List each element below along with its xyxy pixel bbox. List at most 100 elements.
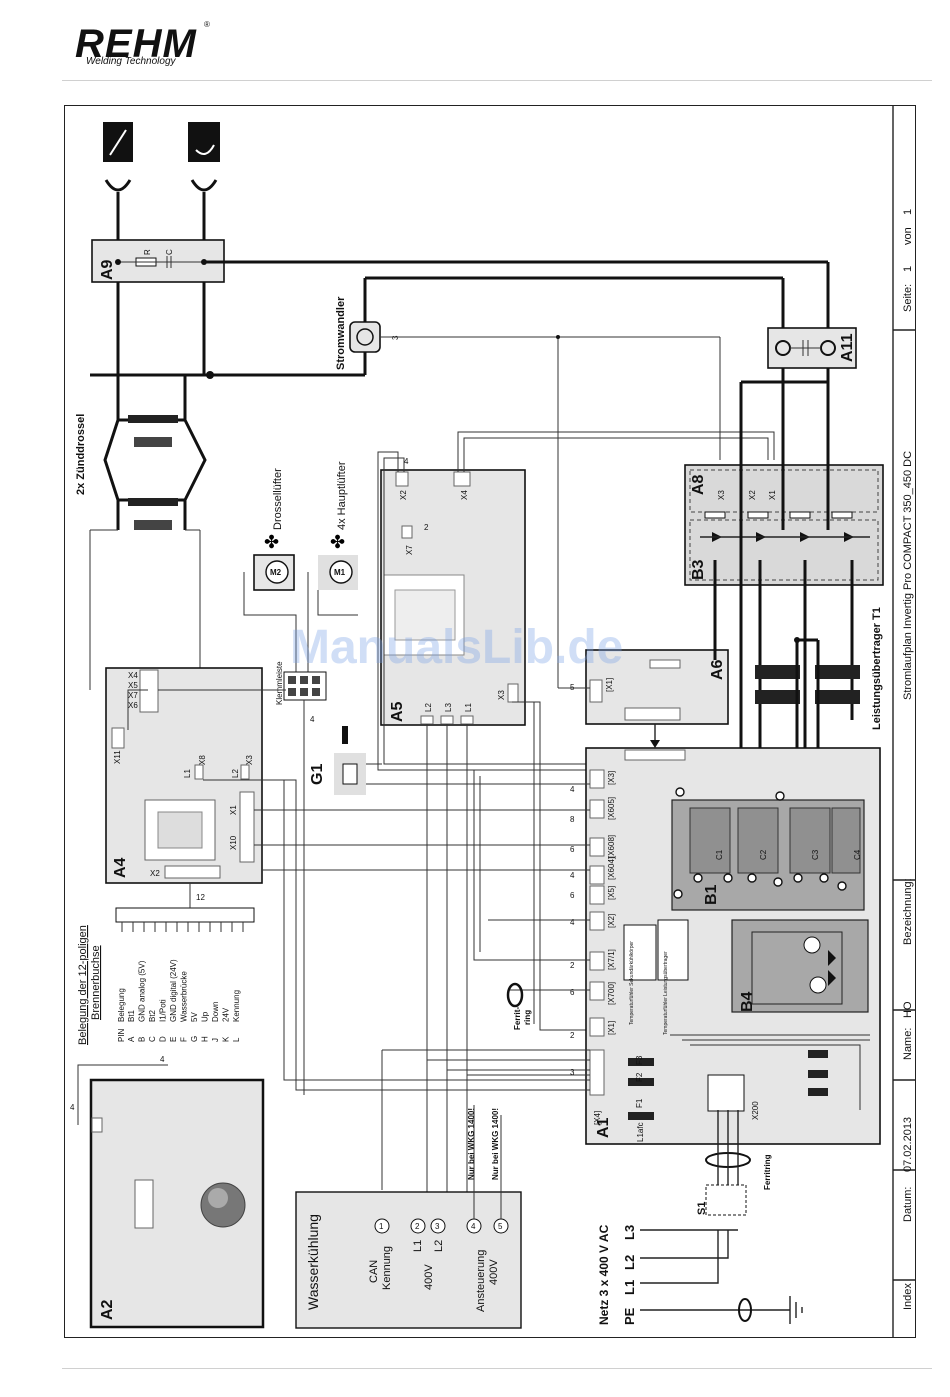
svg-text:X5: X5 [128,681,138,690]
pin-function: Bt1 [127,1009,136,1022]
svg-text:B1: B1 [703,884,720,905]
svg-text:X7: X7 [405,545,414,555]
svg-text:2: 2 [570,1031,575,1040]
a5-board: A5 X2 X4 X7 2 X3 L2 L3 L1 4 [377,431,775,1031]
pin-letter: H [201,1036,210,1042]
svg-text:L2: L2 [231,769,240,778]
svg-text:4: 4 [70,1103,75,1112]
ignition-chokes: 2x Zünddrossel [75,375,207,690]
pin-letter: G [190,1036,199,1042]
svg-text:Nur bei WKG 1400!: Nur bei WKG 1400! [491,1108,500,1180]
svg-text:3: 3 [435,1222,440,1231]
bezeichnung-label: Bezeichnung: [902,878,914,945]
watermark: ManualsLib.de [290,621,624,674]
svg-text:A8: A8 [690,474,707,495]
svg-text:A1: A1 [595,1117,612,1138]
svg-text:Klemmleiste: Klemmleiste [275,661,284,705]
svg-text:4: 4 [310,715,315,724]
svg-text:[X604]: [X604] [607,857,616,880]
rehm-logo: REHM [75,22,197,66]
signal-wiring: 4 8 6 4 6 4 2 6 2 3 [127,689,590,1250]
svg-text:X1: X1 [229,805,238,815]
pin-function: 24V [222,1007,231,1022]
svg-text:Drossellüfter: Drossellüfter [272,468,284,530]
a9-rc-filter: A9 R C [91,239,225,283]
svg-text:3: 3 [570,1068,575,1077]
svg-text:Kennung: Kennung [381,1246,393,1290]
pin-letter: C [148,1036,157,1042]
svg-text:Wasserkühlung: Wasserkühlung [305,1214,321,1310]
mains-supply: Netz 3 x 400 V AC PE L1 L2 L3 S1 Ferritr… [597,1110,803,1325]
svg-text:6: 6 [570,891,575,900]
a6-board: A6 [X1] 5 [558,649,729,748]
svg-text:M2: M2 [270,568,282,577]
svg-text:1: 1 [379,1222,384,1231]
svg-text:L2: L2 [433,1240,445,1252]
svg-text:[X608]: [X608] [607,835,616,858]
svg-text:2x Zünddrossel: 2x Zünddrossel [75,414,87,495]
svg-text:8: 8 [570,815,575,824]
fans: M2 ✤ Drossellüfter M1 ✤ 4x Hauptlüfter [243,461,358,672]
pin-function: Kennung [232,990,241,1022]
svg-text:4: 4 [404,457,409,466]
svg-text:[X1]: [X1] [605,678,614,692]
svg-text:X4: X4 [128,671,138,680]
page-header: REHM ® Welding Technology [0,0,950,80]
svg-text:4: 4 [570,785,575,794]
svg-text:X10: X10 [229,835,238,850]
svg-text:CAN: CAN [368,1260,380,1283]
svg-text:2: 2 [415,1222,420,1231]
svg-text:L3: L3 [444,703,453,712]
footer-divider [62,1368,932,1369]
a1-main-board: A1 [X3] [X605] [X608] [X604] [X5] [X2] [… [585,747,881,1145]
svg-text:A11: A11 [839,333,856,362]
datum-label: Datum: [902,1187,914,1222]
svg-text:L1: L1 [183,769,192,778]
svg-text:X3: X3 [717,490,726,500]
logo-subtitle: Welding Technology [86,56,176,67]
svg-text:2: 2 [570,961,575,970]
ferrite-ring: Ferrit- ring [506,982,532,1030]
a2-front-panel: A2 4 4 [70,1055,265,1329]
drawing-title: Stromlaufplan Invertig Pro COMPACT 350_4… [902,451,914,700]
svg-text:B4: B4 [739,991,756,1012]
torch-connector-12pin: 12 [115,883,255,932]
a11-capacitor: A11 [767,327,857,369]
title-block: Index Datum: 07.02.2013 Name: HO Bezeich… [892,106,916,1338]
svg-text:Belegung der 12-poligen: Belegung der 12-poligen [77,925,89,1045]
svg-text:A5: A5 [389,701,406,722]
svg-text:C: C [165,249,174,255]
svg-text:L1: L1 [464,703,473,712]
name-label: Name: [902,1028,914,1060]
logo-registered-mark: ® [204,20,210,29]
workpiece-socket [188,122,220,240]
a4-board: A4 X4 X5 X7 X6 X11 X1 X10 L1 X8 L2 X3 X2 [105,667,263,884]
svg-text:F1: F1 [635,1098,644,1108]
current-transformer: Stromwandler 3 [335,296,721,688]
seite-label: Seite: [902,284,914,312]
svg-text:Stromwandler: Stromwandler [335,296,347,370]
svg-text:Ferritring: Ferritring [763,1154,772,1190]
pin-function: Up [201,1011,210,1022]
svg-text:A2: A2 [99,1299,116,1320]
svg-text:[X3]: [X3] [607,771,616,785]
water-cooling-unit: Wasserkühlung CAN Kennung 400V L1 L2 Ans… [295,1105,522,1329]
svg-text:Brennerbuchse: Brennerbuchse [90,945,102,1020]
svg-text:C1: C1 [715,849,724,860]
svg-text:4x Hauptlüfter: 4x Hauptlüfter [336,461,348,530]
svg-text:L1: L1 [622,1280,637,1295]
svg-text:[X4]: [X4] [593,1111,602,1125]
pin-letter: B [138,1037,147,1042]
von-label: von [902,227,914,245]
svg-text:[X605]: [X605] [607,797,616,820]
svg-text:X6: X6 [128,701,138,710]
svg-text:6: 6 [570,988,575,997]
svg-text:L1: L1 [412,1240,424,1252]
svg-text:M1: M1 [334,568,346,577]
svg-text:Temperaturfühler Leistungsüber: Temperaturfühler Leistungsübertrager [663,951,669,1035]
pin-function: Wasserbrücke [180,971,189,1022]
svg-text:[X7/1]: [X7/1] [607,949,616,970]
svg-text:ring: ring [523,1010,532,1025]
pin-function: GND digital (24V) [169,959,178,1022]
pin-letter: A [127,1036,136,1042]
